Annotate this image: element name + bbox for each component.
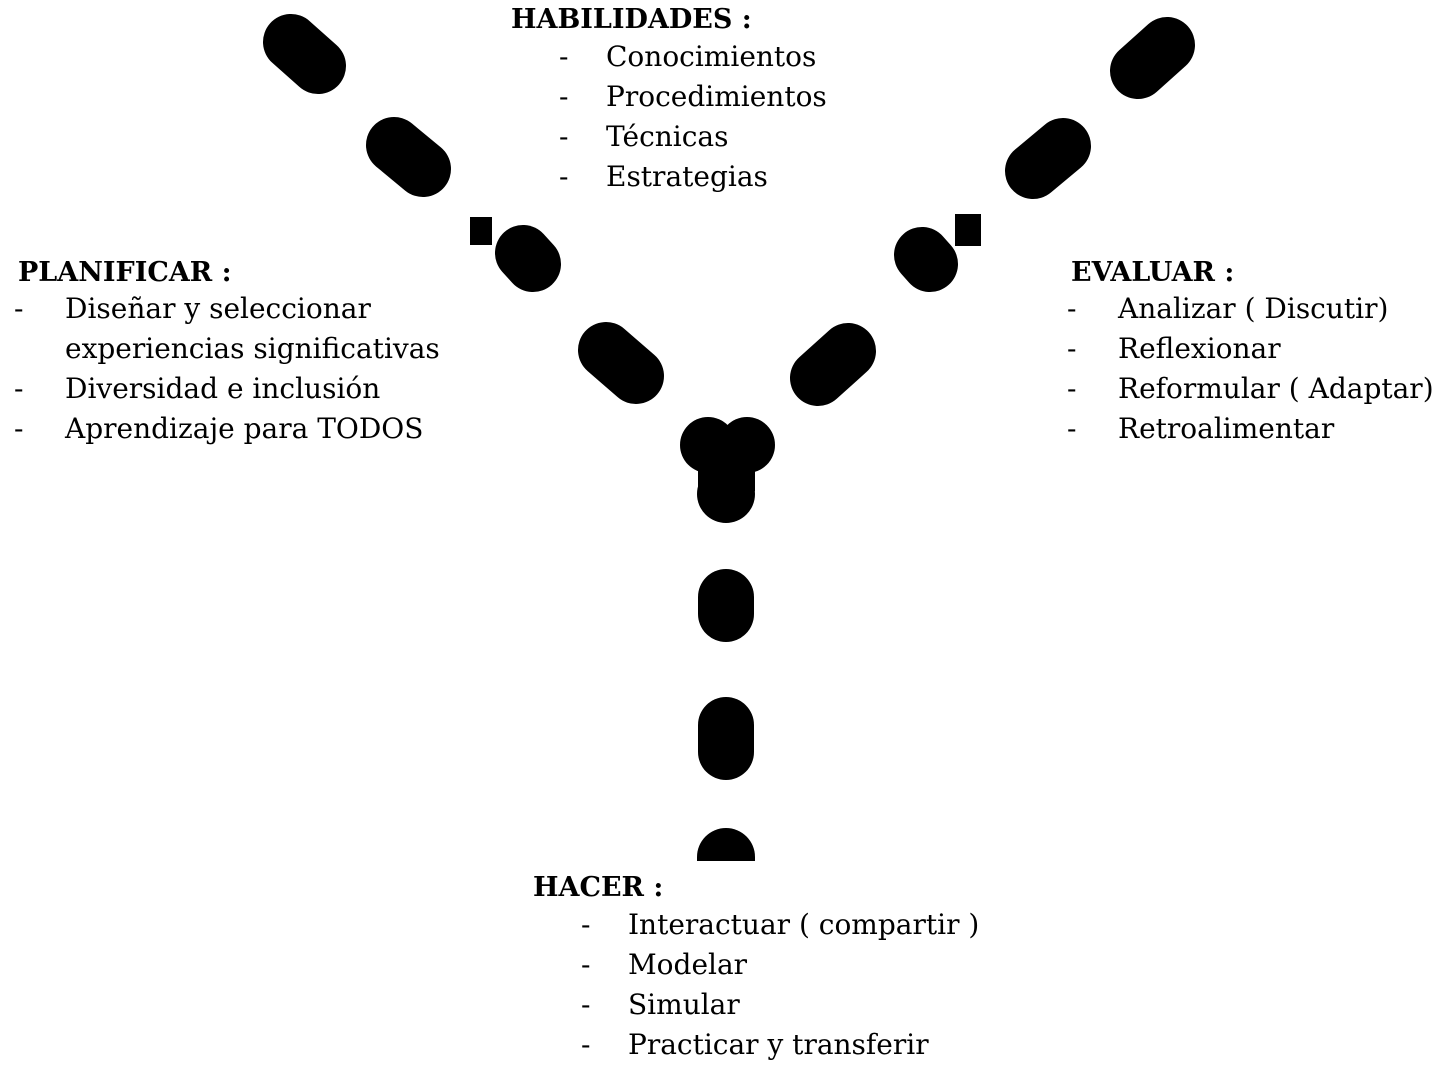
list-item: - Practicar y transferir <box>533 1025 979 1065</box>
bullet-dash: - <box>581 948 591 981</box>
y-dash-stem-3-cut <box>690 861 765 901</box>
list-item-text: Estrategias <box>606 160 768 193</box>
list-item-text: Retroalimentar <box>1118 412 1335 445</box>
bullet-dash: - <box>14 412 24 445</box>
bullet-dash: - <box>14 292 24 325</box>
bullet-dash: - <box>1067 372 1077 405</box>
bullet-dash: - <box>581 908 591 941</box>
planificar-list: - Diseñar y seleccionar experiencias sign… <box>0 289 445 449</box>
list-item: - Modelar <box>533 945 979 985</box>
list-item-text: Procedimientos <box>606 80 827 113</box>
bullet-dash: - <box>581 1028 591 1061</box>
list-item: - Reflexionar <box>1067 329 1434 369</box>
list-item: - Analizar ( Discutir) <box>1067 289 1434 329</box>
habilidades-list: - Conocimientos - Procedimientos - Técnicas… <box>511 37 827 197</box>
hacer-block: HACER : - Interactuar ( compartir ) - Mode… <box>533 872 979 1065</box>
bullet-dash: - <box>14 372 24 405</box>
list-item: - Interactuar ( compartir ) <box>533 905 979 945</box>
list-item-text: Diversidad e inclusión <box>65 372 381 405</box>
y-dash-right-4 <box>790 323 876 406</box>
list-item-text: Aprendizaje para TODOS <box>65 412 424 445</box>
list-item-text: Técnicas <box>606 120 729 153</box>
list-item: - Retroalimentar <box>1067 409 1434 449</box>
y-dash-right-1 <box>1110 17 1195 99</box>
planificar-block: PLANIFICAR : - Diseñar y seleccionar expe… <box>14 257 445 449</box>
y-dash-right-2 <box>1005 118 1091 199</box>
y-dash-left-4 <box>578 322 664 404</box>
list-item: - Conocimientos <box>511 37 827 77</box>
evaluar-block: EVALUAR : - Analizar ( Discutir) - Reflexi… <box>1067 257 1434 449</box>
list-item-text: Modelar <box>628 948 748 981</box>
list-item-text: Practicar y transferir <box>628 1028 929 1061</box>
list-item-text: Diseñar y seleccionar experiencias signi… <box>65 292 440 365</box>
evaluar-list: - Analizar ( Discutir) - Reflexionar - Refo… <box>1067 289 1434 449</box>
y-dash-left-3-notch <box>470 217 492 245</box>
y-dash-left-3 <box>495 225 561 292</box>
planificar-heading: PLANIFICAR : <box>18 257 232 288</box>
y-junction-bottom <box>697 465 755 523</box>
list-item-text: Reflexionar <box>1118 332 1281 365</box>
y-dash-left-1 <box>263 14 346 94</box>
list-item: - Procedimientos <box>511 77 827 117</box>
evaluar-heading: EVALUAR : <box>1071 257 1235 288</box>
bullet-dash: - <box>581 988 591 1021</box>
list-item: - Diversidad e inclusión <box>0 369 445 409</box>
y-dash-right-3 <box>894 227 958 292</box>
y-dash-stem-3-body <box>697 857 755 862</box>
list-item: - Diseñar y seleccionar experiencias sign… <box>0 289 445 369</box>
list-item-text: Analizar ( Discutir) <box>1118 292 1389 325</box>
list-item-text: Simular <box>628 988 740 1021</box>
dash-group <box>263 14 1195 901</box>
list-item-text: Reformular ( Adaptar) <box>1118 372 1434 405</box>
bullet-dash: - <box>559 40 569 73</box>
bullet-dash: - <box>1067 412 1077 445</box>
y-dash-left-2 <box>366 117 451 197</box>
list-item: - Aprendizaje para TODOS <box>0 409 445 449</box>
habilidades-block: HABILIDADES : - Conocimientos - Procedimie… <box>511 4 827 197</box>
y-dash-right-3-notch <box>955 214 981 246</box>
list-item: - Reformular ( Adaptar) <box>1067 369 1434 409</box>
list-item: - Estrategias <box>511 157 827 197</box>
list-item-text: Conocimientos <box>606 40 817 73</box>
habilidades-heading: HABILIDADES : <box>511 4 752 35</box>
bullet-dash: - <box>1067 292 1077 325</box>
bullet-dash: - <box>559 80 569 113</box>
hacer-heading: HACER : <box>533 872 664 903</box>
list-item: - Técnicas <box>511 117 827 157</box>
bullet-dash: - <box>559 160 569 193</box>
bullet-dash: - <box>1067 332 1077 365</box>
hacer-list: - Interactuar ( compartir ) - Modelar - Sim… <box>533 905 979 1065</box>
bullet-dash: - <box>559 120 569 153</box>
list-item: - Simular <box>533 985 979 1025</box>
list-item-text: Interactuar ( compartir ) <box>628 908 980 941</box>
